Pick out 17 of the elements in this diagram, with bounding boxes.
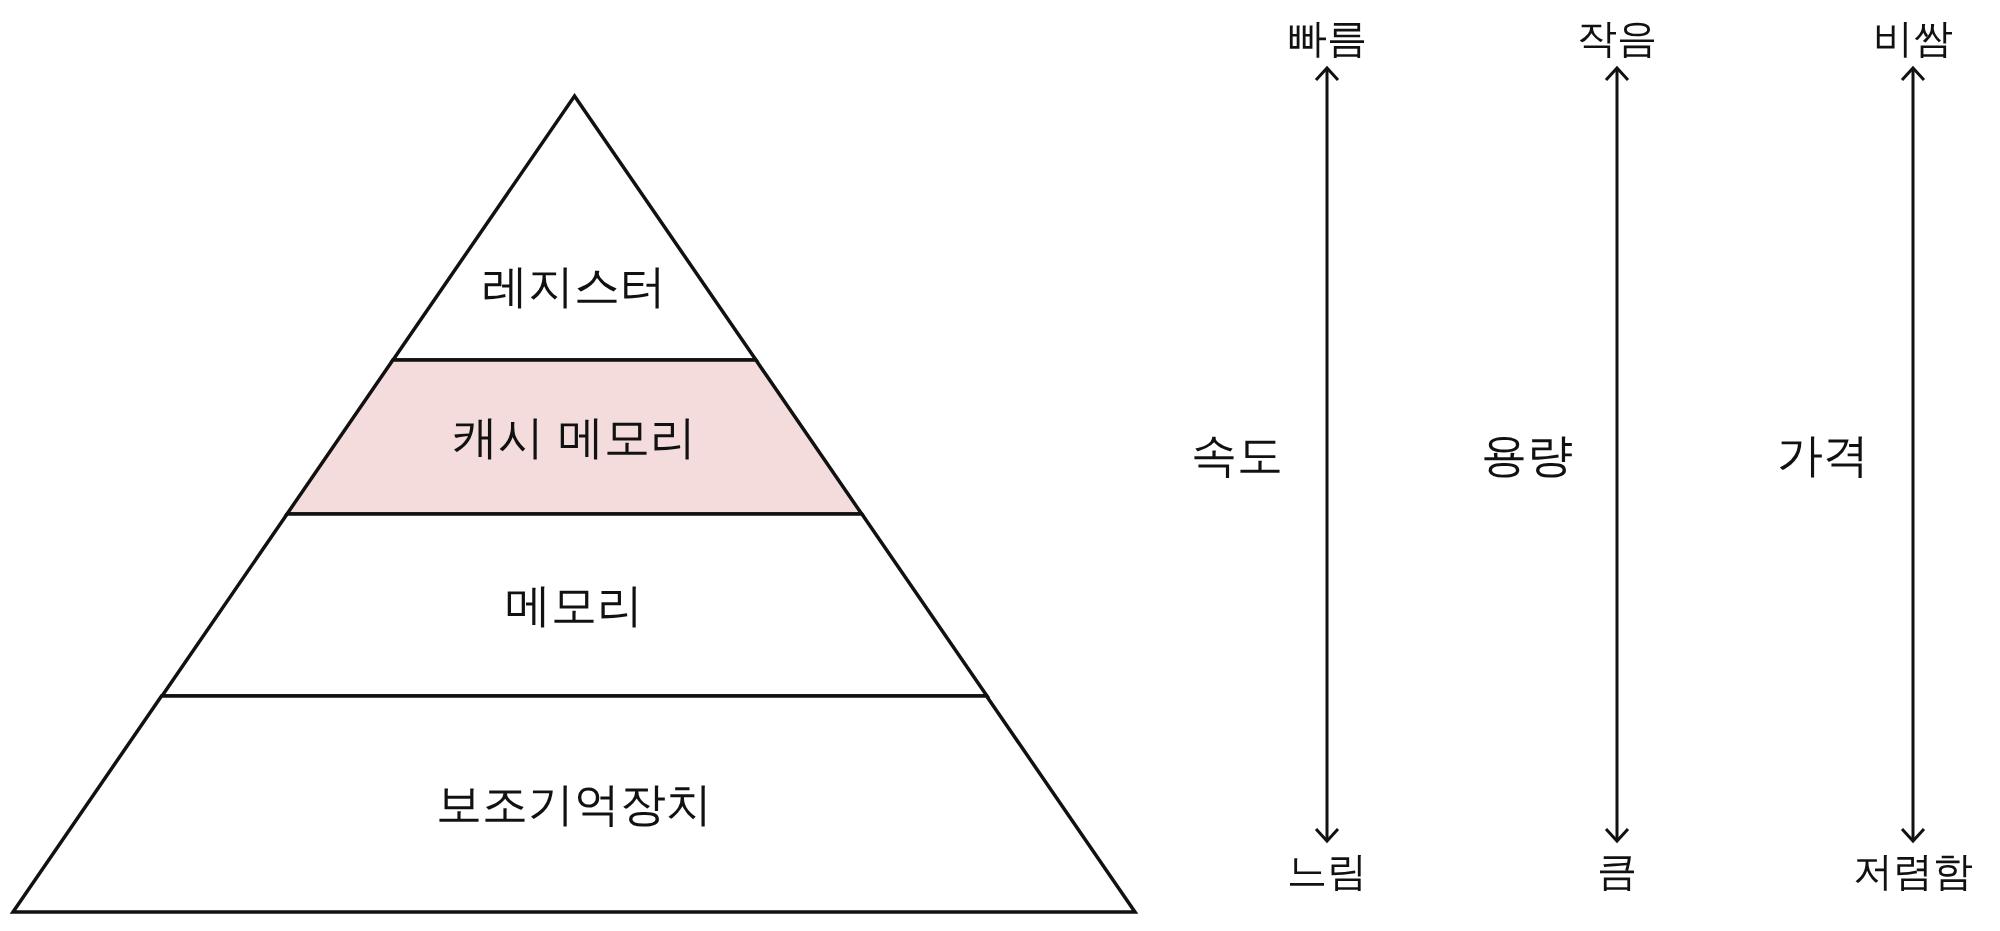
- scale-label: 큼: [1597, 845, 1637, 897]
- tier-label: 메모리: [504, 577, 644, 633]
- scale-label: 느림: [1287, 845, 1367, 897]
- double-arrow: [1314, 66, 1340, 843]
- scale-label: 빠름: [1287, 12, 1367, 64]
- scale-label: 작음: [1577, 12, 1657, 64]
- edge-label: 가격: [1777, 426, 1869, 483]
- edge-label: 속도: [1191, 426, 1283, 483]
- edge-label: 용량: [1481, 426, 1573, 483]
- scale-label: 저렴함: [1853, 845, 1973, 897]
- tier-label: 캐시 메모리: [450, 409, 698, 465]
- double-arrow: [1900, 66, 1926, 843]
- double-arrow: [1604, 66, 1630, 843]
- tier-label: 레지스터: [481, 258, 667, 315]
- tier-label: 보조기억장치: [435, 776, 713, 832]
- scale-label: 비쌈: [1873, 12, 1953, 64]
- pyramid-tier: [286, 360, 862, 514]
